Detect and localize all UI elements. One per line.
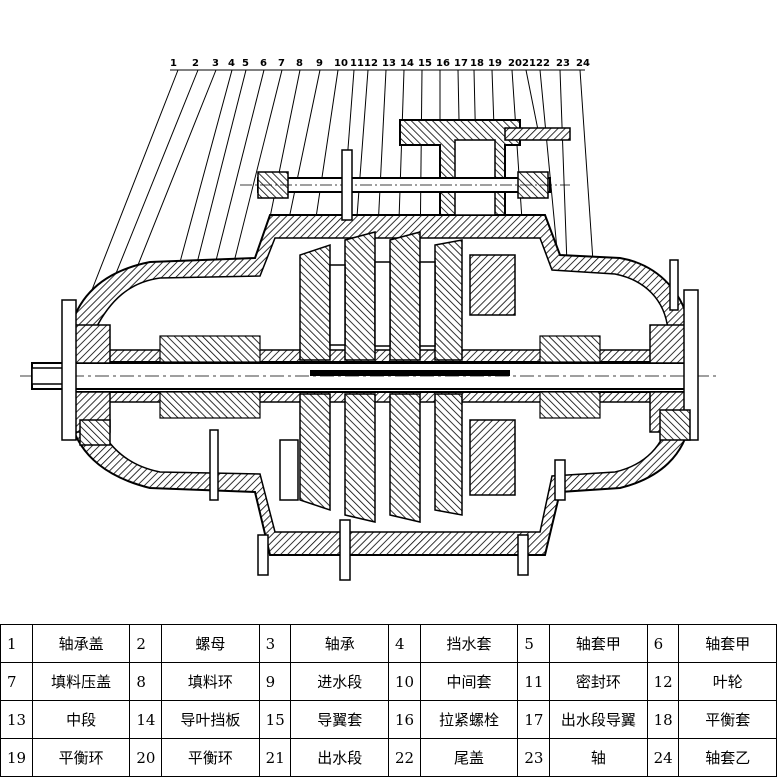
part-name: 进水段: [290, 662, 389, 701]
part-number: 21: [258, 738, 292, 777]
packing-glands: [159, 335, 601, 419]
callout-21: 21: [522, 58, 536, 69]
callout-14: 14: [400, 58, 414, 69]
right-bearing: [649, 289, 699, 441]
part-number: 2: [129, 624, 163, 663]
part-name: 螺母: [161, 624, 260, 663]
part-name: 出水段导翼: [549, 700, 648, 739]
part-number: 1: [0, 624, 33, 663]
callout-17: 17: [454, 58, 468, 69]
callout-10: 10: [334, 58, 348, 69]
part-number: 22: [387, 738, 421, 777]
studs: [209, 149, 679, 581]
part-number: 23: [517, 738, 551, 777]
callout-8: 8: [296, 58, 303, 69]
part-number: 4: [387, 624, 421, 663]
part-number: 11: [517, 662, 551, 701]
part-name: 填料环: [161, 662, 260, 701]
part-name: 密封环: [549, 662, 648, 701]
impeller-stages-top: [299, 231, 516, 361]
callout-4: 4: [228, 58, 235, 69]
callout-20: 20: [508, 58, 522, 69]
part-number: 18: [646, 700, 680, 739]
part-number: 3: [258, 624, 292, 663]
callout-19: 19: [488, 58, 502, 69]
part-number: 8: [129, 662, 163, 701]
part-number: 24: [646, 738, 680, 777]
part-number: 5: [517, 624, 551, 663]
callout-3: 3: [212, 58, 219, 69]
part-number: 13: [0, 700, 33, 739]
callout-1: 1: [170, 58, 177, 69]
part-name: 平衡环: [31, 738, 131, 777]
part-number: 15: [258, 700, 292, 739]
part-number: 14: [129, 700, 163, 739]
callout-7: 7: [278, 58, 285, 69]
callout-15: 15: [418, 58, 432, 69]
callout-24: 24: [576, 58, 590, 69]
part-number: 20: [129, 738, 163, 777]
callout-16: 16: [436, 58, 450, 69]
part-name: 填料压盖: [31, 662, 131, 701]
part-name: 轴套甲: [678, 624, 777, 663]
part-name: 挡水套: [419, 624, 519, 663]
part-number: 9: [258, 662, 292, 701]
part-name: 中段: [31, 700, 131, 739]
part-number: 10: [387, 662, 421, 701]
callout-22: 22: [536, 58, 550, 69]
part-number: 17: [517, 700, 551, 739]
callout-6: 6: [260, 58, 267, 69]
callout-13: 13: [382, 58, 396, 69]
part-name: 轴套甲: [549, 624, 648, 663]
part-number: 7: [0, 662, 33, 701]
callout-9: 9: [316, 58, 323, 69]
left-bearing: [61, 299, 111, 446]
part-name: 平衡套: [678, 700, 777, 739]
callout-2: 2: [192, 58, 199, 69]
part-name: 平衡环: [161, 738, 260, 777]
callout-5: 5: [242, 58, 249, 69]
callout-11: 11: [350, 58, 364, 69]
part-name: 导叶挡板: [161, 700, 260, 739]
part-name: 叶轮: [678, 662, 777, 701]
part-name: 轴承盖: [31, 624, 131, 663]
callout-18: 18: [470, 58, 484, 69]
part-name: 轴: [549, 738, 648, 777]
part-name: 轴套乙: [678, 738, 777, 777]
part-name: 出水段: [290, 738, 389, 777]
callout-23: 23: [556, 58, 570, 69]
part-name: 尾盖: [419, 738, 519, 777]
part-name: 轴承: [290, 624, 389, 663]
part-name: 中间套: [419, 662, 519, 701]
part-number: 19: [0, 738, 33, 777]
part-number: 6: [646, 624, 680, 663]
impeller-stages-bottom: [279, 393, 516, 523]
part-name: 拉紧螺栓: [419, 700, 519, 739]
part-number: 12: [646, 662, 680, 701]
part-number: 16: [387, 700, 421, 739]
callout-12: 12: [364, 58, 378, 69]
part-name: 导翼套: [290, 700, 389, 739]
